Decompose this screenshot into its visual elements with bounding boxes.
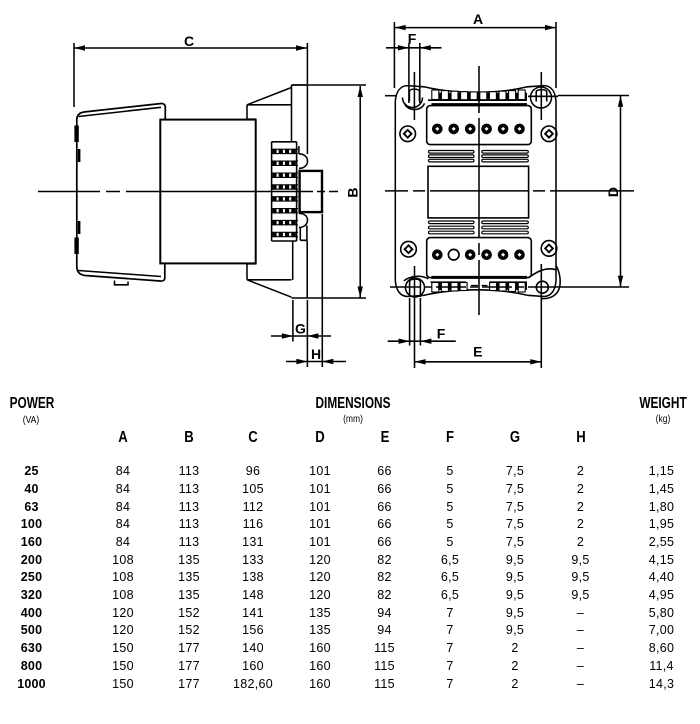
svg-text:F: F <box>408 31 417 47</box>
svg-text:A: A <box>473 11 483 27</box>
svg-text:H: H <box>311 346 321 362</box>
svg-text:D: D <box>605 187 621 197</box>
svg-text:G: G <box>295 321 306 337</box>
svg-text:B: B <box>345 187 361 197</box>
svg-text:C: C <box>184 33 194 49</box>
svg-text:F: F <box>437 326 446 342</box>
svg-text:E: E <box>473 344 482 360</box>
